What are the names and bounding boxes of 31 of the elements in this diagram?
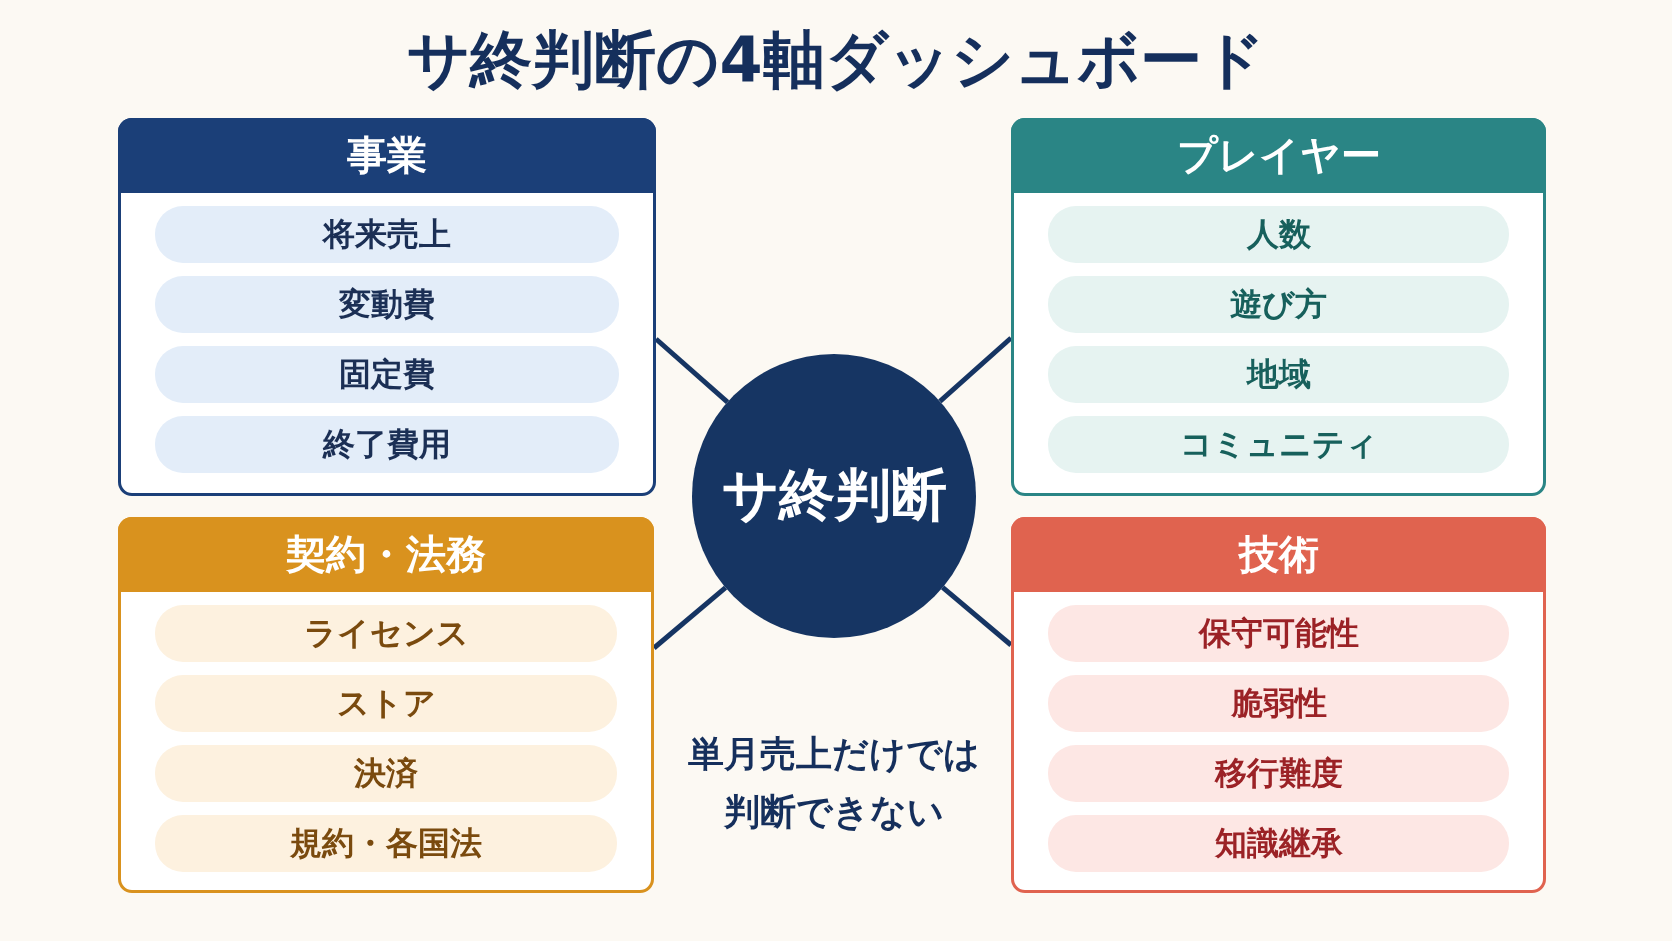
item-pill: 脆弱性 [1048,675,1509,732]
item-pill: 地域 [1048,346,1509,403]
item-pill: ストア [155,675,617,732]
connector-line [652,585,728,650]
item-pill: ライセンス [155,605,617,662]
panel-header: 事業 [118,118,656,193]
connector-line [938,336,1013,404]
category-panel [118,118,656,496]
category-panel [1011,517,1546,893]
panel-header: プレイヤー [1011,118,1546,193]
item-pill: 知識継承 [1048,815,1509,872]
item-pill: 固定費 [155,346,619,403]
item-pill: 終了費用 [155,416,619,473]
center-circle: サ終判断 [692,354,976,638]
item-pill: 移行難度 [1048,745,1509,802]
title: サ終判断の4軸ダッシュボード [406,22,1266,98]
connector-line [941,585,1013,647]
note-text: 単月売上だけでは判断できない [687,732,981,834]
item-pill: 人数 [1048,206,1509,263]
item-pill: 決済 [155,745,617,802]
panel-header: 契約・法務 [118,517,654,592]
connector-line [654,337,730,404]
item-pill: 変動費 [155,276,619,333]
item-pill: 遊び方 [1048,276,1509,333]
item-pill: 保守可能性 [1048,605,1509,662]
item-pill: 規約・各国法 [155,815,617,872]
category-panel [1011,118,1546,496]
panel-header: 技術 [1011,517,1546,592]
item-pill: 将来売上 [155,206,619,263]
item-pill: コミュニティ [1048,416,1509,473]
category-panel [118,517,654,893]
